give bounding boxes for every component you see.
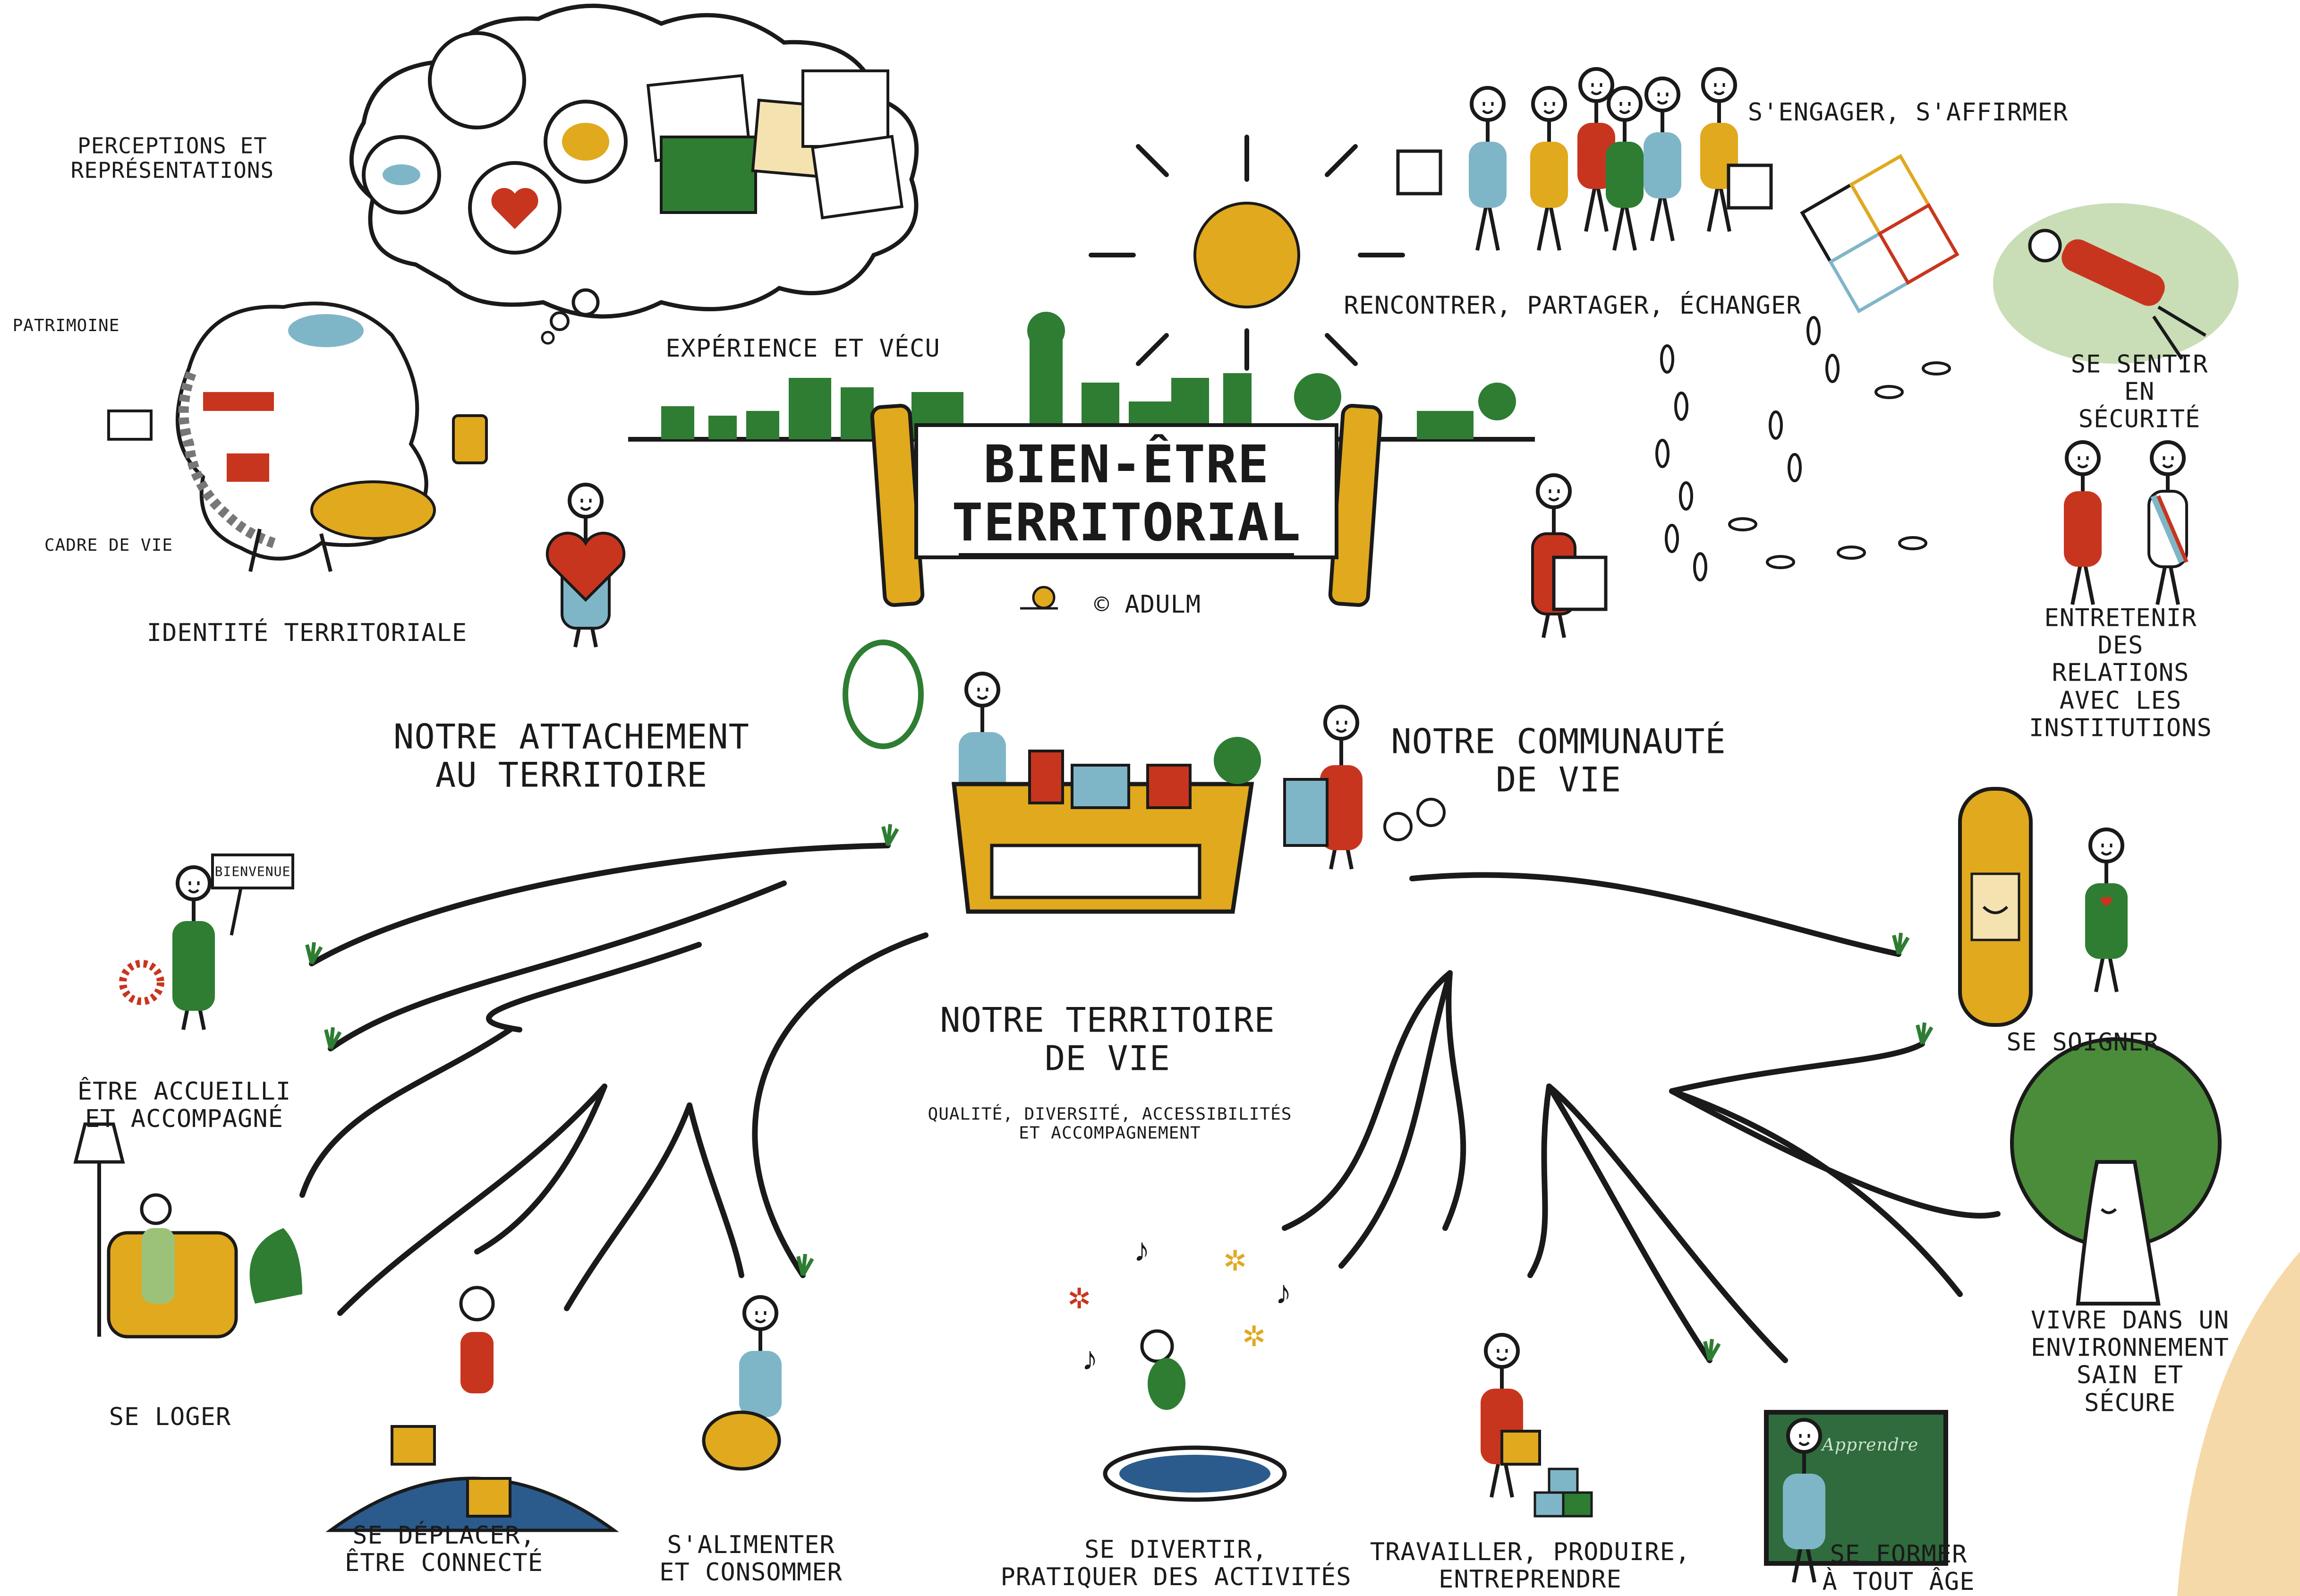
person-with-heart	[545, 485, 626, 647]
copyright-label: © ADULM	[1094, 590, 1201, 619]
svg-text:♪: ♪	[1133, 1232, 1150, 1269]
bicycle-icon	[1383, 798, 1446, 841]
armchair-with-lamp	[73, 1122, 302, 1339]
runner-on-globe	[325, 1286, 619, 1532]
worker-with-boxes	[1481, 1335, 1593, 1518]
main-title: BIEN-ÊTRE TERRITORIAL	[952, 434, 1301, 553]
thought-cloud	[349, 3, 919, 345]
svg-text:✲: ✲	[1223, 1246, 1247, 1277]
puzzle-icon	[1800, 154, 1959, 314]
label-alimenter: S'ALIMENTER ET CONSOMMER	[659, 1530, 843, 1587]
label-securite: SE SENTIR EN SÉCURITÉ	[2070, 350, 2208, 434]
label-former: SE FORMER À TOUT ÂGE	[1822, 1540, 1975, 1596]
trampoline-jumper: ♪ ♪ ♪ ✲ ✲ ✲	[1067, 1232, 1292, 1502]
person-lying-in-grass	[1993, 203, 2239, 364]
snail-icon	[1020, 586, 1058, 610]
big-tree	[2010, 1037, 2222, 1306]
label-experience: EXPÉRIENCE ET VÉCU	[665, 334, 940, 363]
territory-box	[843, 640, 1446, 914]
town-skyline	[628, 312, 1535, 442]
label-patrimoine: PATRIMOINE	[12, 316, 120, 335]
svg-text:✲: ✲	[1067, 1283, 1091, 1314]
label-institutions: ENTRETENIR DES RELATIONS AVEC LES INSTIT…	[2029, 604, 2212, 743]
corner-accent	[2177, 1252, 2300, 1596]
svg-text:♪: ♪	[1082, 1341, 1098, 1377]
label-travailler: TRAVAILLER, PRODUIRE, ENTREPRENDRE	[1370, 1537, 1691, 1594]
face-gear-icon	[428, 31, 526, 129]
person-with-basket	[702, 1297, 782, 1471]
label-environnement: VIVRE DANS UN ENVIRONNEMENT SAIN ET SÉCU…	[2031, 1306, 2230, 1417]
bandage-character	[1958, 787, 2128, 1027]
grass-tufts	[305, 824, 1934, 1361]
community-group	[1396, 69, 1773, 250]
root-branches	[299, 843, 2001, 1363]
territory-map-character	[107, 301, 488, 572]
label-accueilli: ÊTRE ACCUEILLI ET ACCOMPAGNÉ	[77, 1077, 291, 1133]
svg-text:✲: ✲	[1242, 1321, 1266, 1352]
chalkboard-text: Apprendre	[1822, 1435, 1919, 1455]
section-territory-subtitle: QUALITÉ, DIVERSITÉ, ACCESSIBILITÉS ET AC…	[928, 1104, 1292, 1143]
label-cadre-de-vie: CADRE DE VIE	[44, 535, 173, 555]
label-divertir: SE DIVERTIR, PRATIQUER DES ACTIVITÉS	[1000, 1535, 1352, 1591]
welcome-person	[119, 853, 294, 1030]
section-territory: NOTRE TERRITOIRE DE VIE	[940, 1000, 1275, 1078]
label-identite: IDENTITÉ TERRITORIALE	[146, 618, 468, 647]
label-engager: S'ENGAGER, S'AFFIRMER	[1747, 98, 2069, 127]
chalkboard	[1764, 1410, 1948, 1582]
label-soigner: SE SOIGNER	[2006, 1028, 2159, 1057]
label-deplacer: SE DÉPLACER, ÊTRE CONNECTÉ	[345, 1521, 543, 1577]
person-with-puzzle-piece	[1531, 475, 1608, 638]
section-attachment: NOTRE ATTACHEMENT AU TERRITOIRE	[393, 717, 750, 794]
label-loger: SE LOGER	[109, 1402, 231, 1431]
section-community: NOTRE COMMUNAUTÉ DE VIE	[1391, 721, 1726, 799]
sign-bienvenue: BIENVENUE	[214, 863, 291, 879]
svg-text:♪: ♪	[1275, 1275, 1292, 1311]
footprints-trail	[1655, 316, 1951, 581]
label-perceptions: PERCEPTIONS ET REPRÉSENTATIONS	[70, 133, 274, 183]
sun-icon	[1089, 135, 1405, 371]
label-rencontrer: RENCONTRER, PARTAGER, ÉCHANGER	[1344, 291, 1802, 320]
title-board	[870, 404, 1383, 610]
handshake-with-official	[2064, 442, 2189, 605]
